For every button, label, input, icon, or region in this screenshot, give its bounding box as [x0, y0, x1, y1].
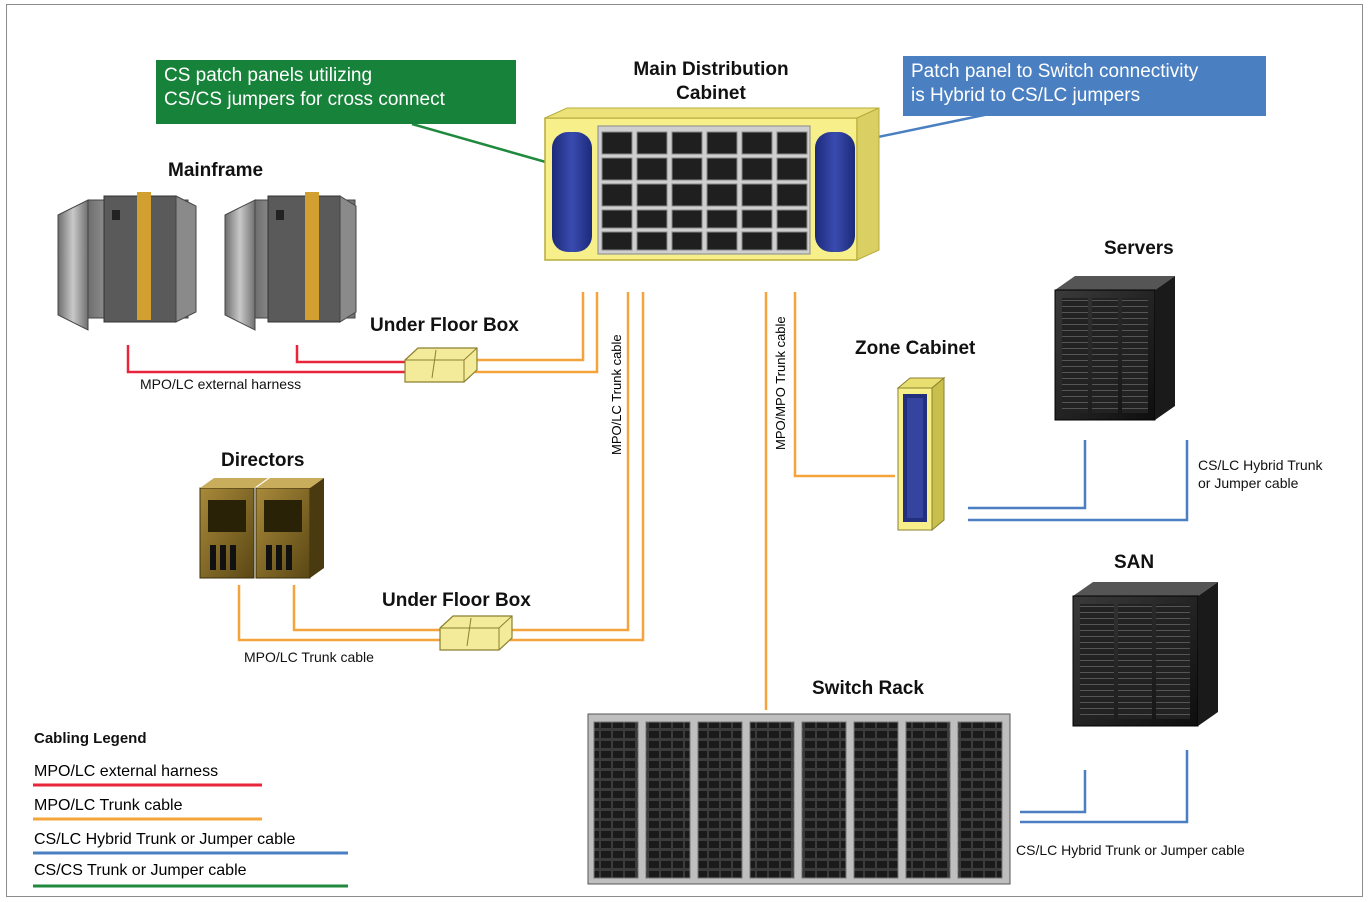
label-hybrid-switch: CS/LC Hybrid Trunk or Jumper cable [1016, 842, 1245, 858]
directors-equipment[interactable] [199, 478, 324, 579]
legend-item-cs-cs-trunk: CS/CS Trunk or Jumper cable [34, 862, 247, 879]
label-hybrid-servers-line-1: CS/LC Hybrid Trunk [1198, 457, 1323, 473]
label-hybrid-servers-line-2: or Jumper cable [1198, 475, 1299, 491]
blue-hybrid-cables [968, 440, 1189, 824]
san-rack[interactable] [1072, 582, 1218, 727]
diagram-frame [6, 4, 1363, 897]
under-floor-box-2-title: Under Floor Box [382, 590, 531, 611]
mdc-title-line-2: Cabinet [676, 83, 746, 104]
callout-green-line-2: CS/CS jumpers for cross connect [164, 89, 445, 110]
mainframe-right[interactable] [224, 192, 357, 331]
callout-blue-line-2: is Hybrid to CS/LC jumpers [911, 85, 1141, 106]
callout-cs-patch-panels: CS patch panels utilizing CS/CS jumpers … [156, 60, 516, 124]
san-title: SAN [1114, 552, 1155, 573]
zone-cabinet[interactable] [896, 376, 946, 532]
zone-cabinet-title: Zone Cabinet [855, 338, 976, 359]
legend-title: Cabling Legend [34, 730, 147, 747]
callout-patch-to-switch: Patch panel to Switch connectivity is Hy… [903, 56, 1266, 116]
mainframe-left[interactable] [57, 192, 197, 331]
legend-item-harness: MPO/LC external harness [34, 763, 219, 780]
label-mpo-lc-trunk-vertical: MPO/LC Trunk cable [609, 334, 624, 455]
switch-rack[interactable] [587, 713, 1011, 885]
label-mpo-lc-harness: MPO/LC external harness [140, 376, 302, 392]
mainframe-title: Mainframe [168, 160, 264, 181]
orange-trunk-cables [237, 292, 895, 710]
under-floor-box-1[interactable] [404, 347, 478, 383]
servers-title: Servers [1104, 238, 1174, 259]
callout-blue-line-1: Patch panel to Switch connectivity [911, 61, 1199, 82]
legend-item-cs-lc-hybrid: CS/LC Hybrid Trunk or Jumper cable [34, 831, 296, 848]
under-floor-box-2[interactable] [439, 615, 513, 651]
switch-rack-title: Switch Rack [812, 678, 924, 699]
legend-lines [33, 783, 348, 888]
label-hybrid-servers: CS/LC Hybrid Trunk or Jumper cable [1198, 456, 1322, 492]
directors-title: Directors [221, 450, 305, 471]
servers-rack[interactable] [1054, 276, 1175, 421]
under-floor-box-1-title: Under Floor Box [370, 315, 519, 336]
label-mpo-lc-trunk-directors: MPO/LC Trunk cable [244, 649, 374, 665]
switch-modules [593, 721, 1003, 879]
callout-green-line-1: CS patch panels utilizing [164, 65, 373, 86]
main-distribution-cabinet[interactable] [544, 107, 880, 261]
red-harness-cables [126, 345, 405, 374]
mdc-title: Main Distribution Cabinet [616, 58, 806, 106]
mdc-panels [601, 131, 808, 251]
legend-item-mpo-lc-trunk: MPO/LC Trunk cable [34, 797, 183, 814]
mdc-title-line-1: Main Distribution [633, 59, 789, 80]
label-mpo-mpo-trunk: MPO/MPO Trunk cable [773, 316, 788, 450]
